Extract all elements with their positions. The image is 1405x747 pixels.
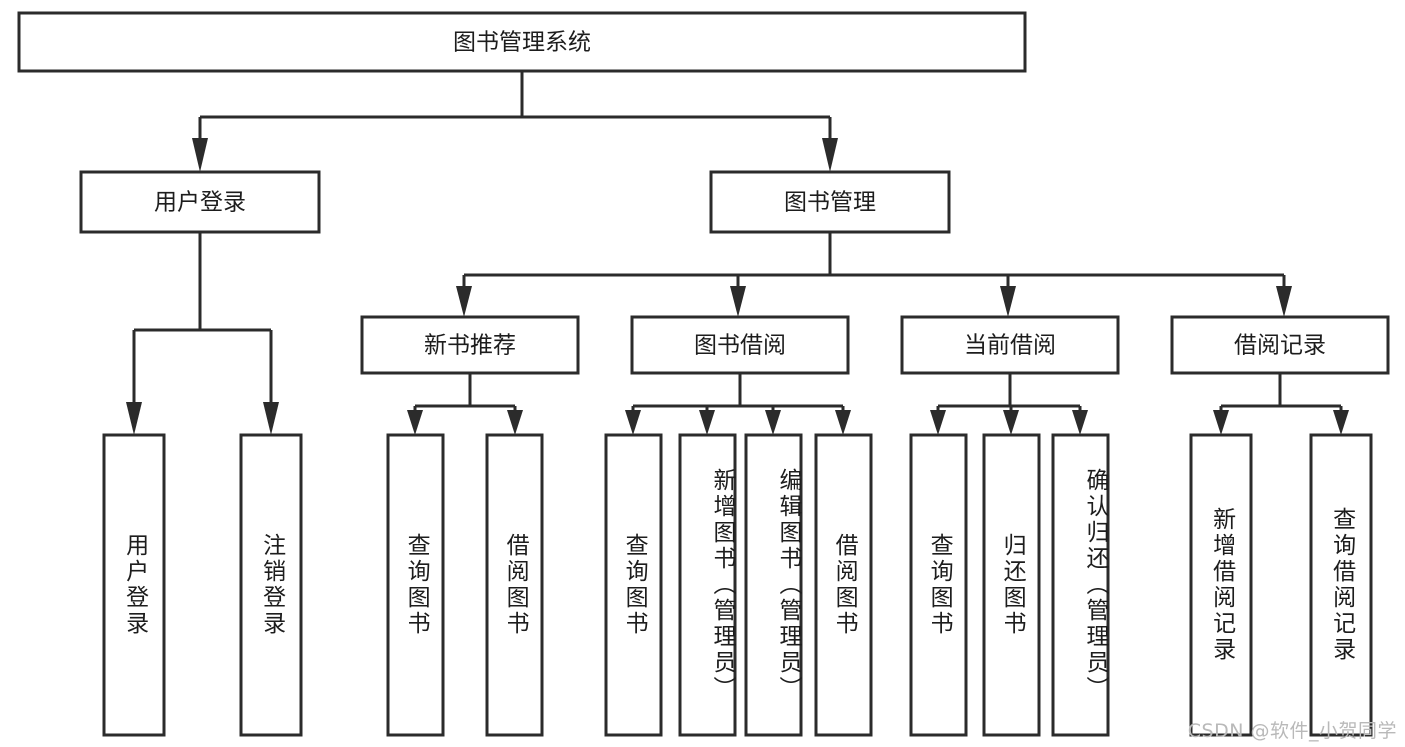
node-box-group: 图书管理系统 用户登录 图书管理 新书推荐 图书借阅 当前借阅 借阅记录 <box>17 11 1390 737</box>
arrow-head-leaf-query-book-2 <box>625 410 641 435</box>
arrow-head-leaf-query-record <box>1333 410 1349 435</box>
node-current-borrow[interactable] <box>900 315 1120 375</box>
csdn-watermark: CSDN @软件_小贺同学 <box>1187 720 1397 742</box>
node-leaf-query-book-3[interactable] <box>909 433 968 737</box>
arrow-head-current-borrow <box>1000 286 1016 317</box>
arrow-head-leaf-query-book-3 <box>930 410 946 435</box>
node-root-label: 图书管理系统 <box>453 30 591 56</box>
arrow-head-leaf-user-login <box>126 402 142 435</box>
node-root[interactable] <box>17 11 1027 73</box>
arrow-head-book-manage <box>822 138 838 172</box>
node-current-borrow-label: 当前借阅 <box>964 333 1056 359</box>
arrow-head-new-book-recommend <box>456 286 472 317</box>
arrow-head-leaf-add-book <box>699 410 715 435</box>
node-leaf-return-book[interactable] <box>982 433 1041 737</box>
node-book-borrow-label: 图书借阅 <box>694 333 786 359</box>
arrow-head-leaf-return-book <box>1003 410 1019 435</box>
node-new-book-recommend[interactable] <box>360 315 580 375</box>
node-user-login[interactable] <box>79 170 321 234</box>
arrow-head-borrow-record <box>1276 286 1292 317</box>
node-borrow-record-label: 借阅记录 <box>1234 333 1326 359</box>
arrow-head-leaf-borrow-book-2 <box>835 410 851 435</box>
arrow-head-leaf-add-record <box>1213 410 1229 435</box>
node-book-manage[interactable] <box>709 170 951 234</box>
node-book-manage-label: 图书管理 <box>784 190 876 216</box>
node-book-borrow[interactable] <box>630 315 850 375</box>
node-leaf-borrow-book-1[interactable] <box>485 433 544 737</box>
node-leaf-query-book-1[interactable] <box>386 433 445 737</box>
arrow-head-leaf-query-book-1 <box>407 410 423 435</box>
node-leaf-add-book[interactable] <box>678 433 737 737</box>
node-borrow-record[interactable] <box>1170 315 1390 375</box>
connector-group <box>126 71 1349 435</box>
node-leaf-user-login[interactable] <box>102 433 166 737</box>
arrow-head-leaf-user-logout <box>263 402 279 435</box>
node-leaf-user-logout[interactable] <box>239 433 303 737</box>
arrow-head-leaf-confirm-return <box>1072 410 1088 435</box>
node-new-book-recommend-label: 新书推荐 <box>424 333 516 359</box>
node-leaf-query-record[interactable] <box>1309 433 1373 737</box>
node-leaf-confirm-return[interactable] <box>1051 433 1110 737</box>
node-user-login-label: 用户登录 <box>154 190 246 216</box>
node-leaf-edit-book[interactable] <box>744 433 803 737</box>
arrow-head-leaf-borrow-book-1 <box>507 410 523 435</box>
arrow-head-leaf-edit-book <box>765 410 781 435</box>
node-leaf-borrow-book-2[interactable] <box>814 433 873 737</box>
node-leaf-query-book-2[interactable] <box>604 433 663 737</box>
node-leaf-add-record[interactable] <box>1189 433 1253 737</box>
arrow-head-book-borrow <box>730 286 746 317</box>
arrow-head-user-login <box>192 138 208 172</box>
